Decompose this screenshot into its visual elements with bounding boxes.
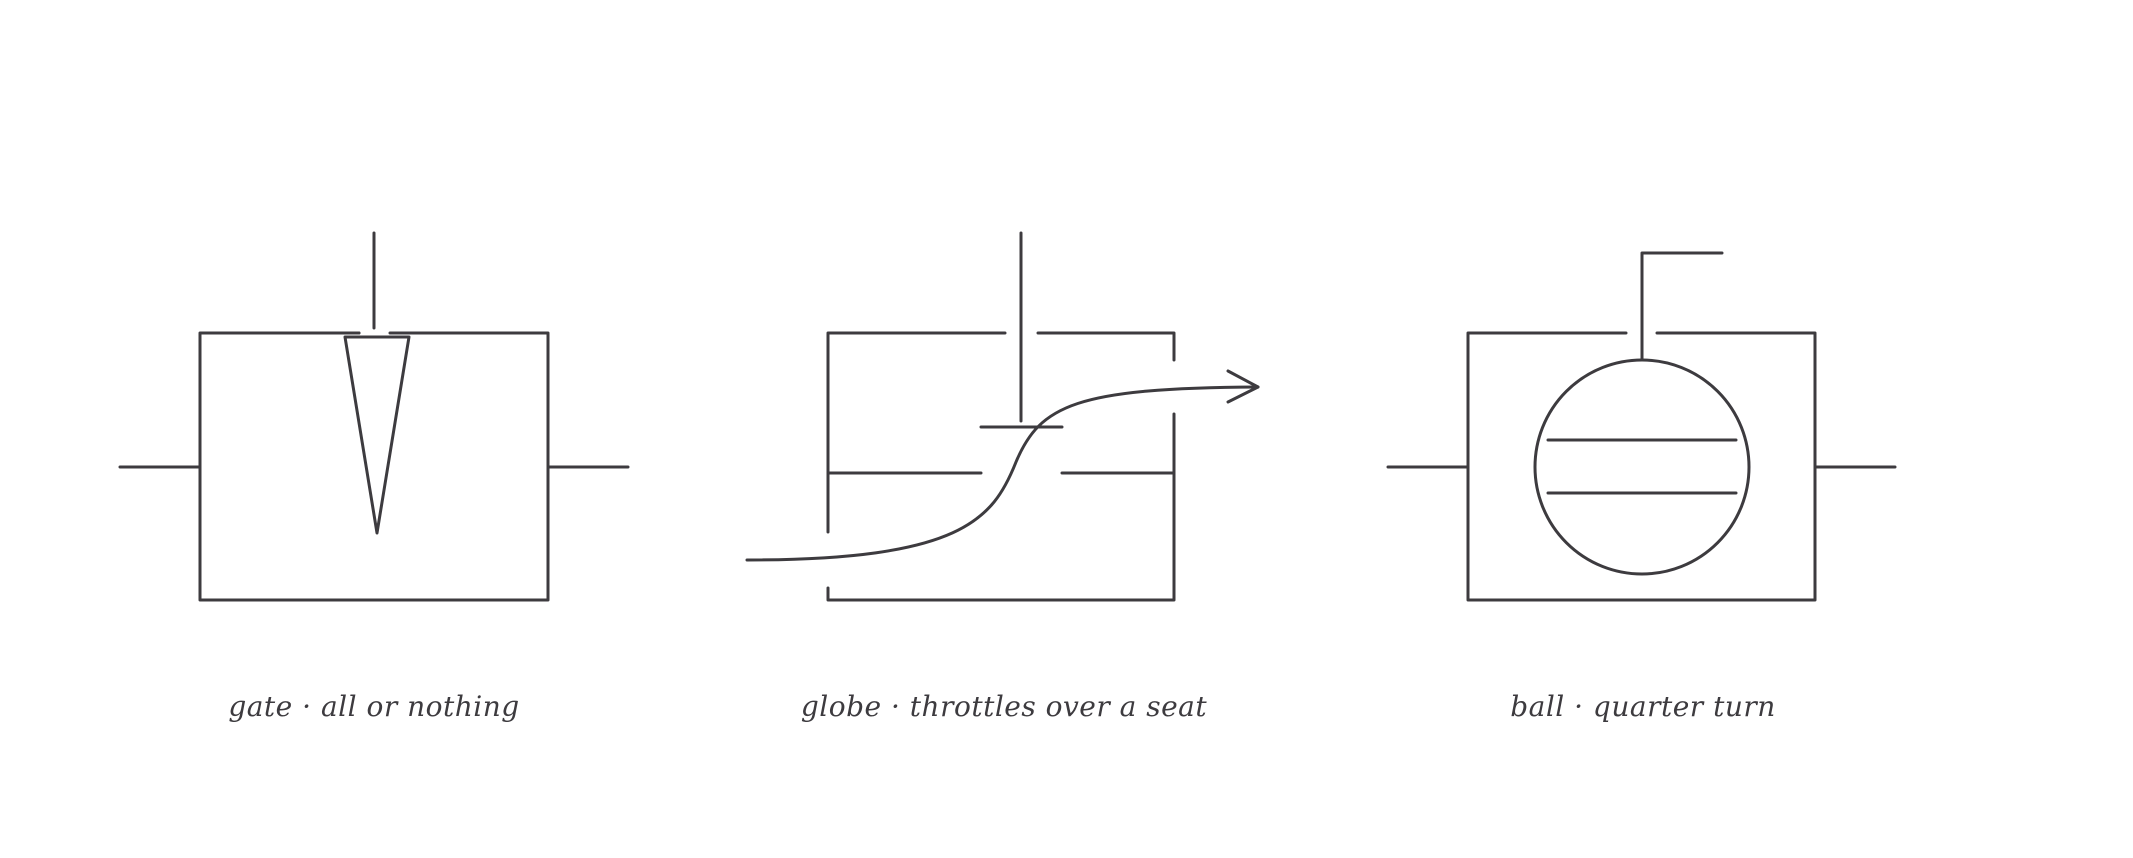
gate-valve [118, 231, 630, 602]
gate-body [198, 331, 550, 602]
ball-valve [1386, 251, 1897, 602]
globe-body-top-right [1036, 331, 1176, 362]
globe-caption: globe · throttles over a seat [800, 690, 1208, 723]
ball-handle [1640, 251, 1724, 362]
globe-flow-path [745, 385, 1260, 562]
globe-body-top-left [826, 331, 1007, 534]
globe-valve [745, 231, 1260, 602]
gate-wedge [343, 335, 411, 535]
ball-caption: ball · quarter turn [1510, 690, 1776, 723]
ball-sphere [1533, 358, 1751, 576]
ball-body [1466, 331, 1817, 602]
gate-caption: gate · all or nothing [228, 690, 520, 723]
globe-body-bottom [826, 412, 1176, 602]
flow-arrow-icon [1226, 369, 1260, 404]
